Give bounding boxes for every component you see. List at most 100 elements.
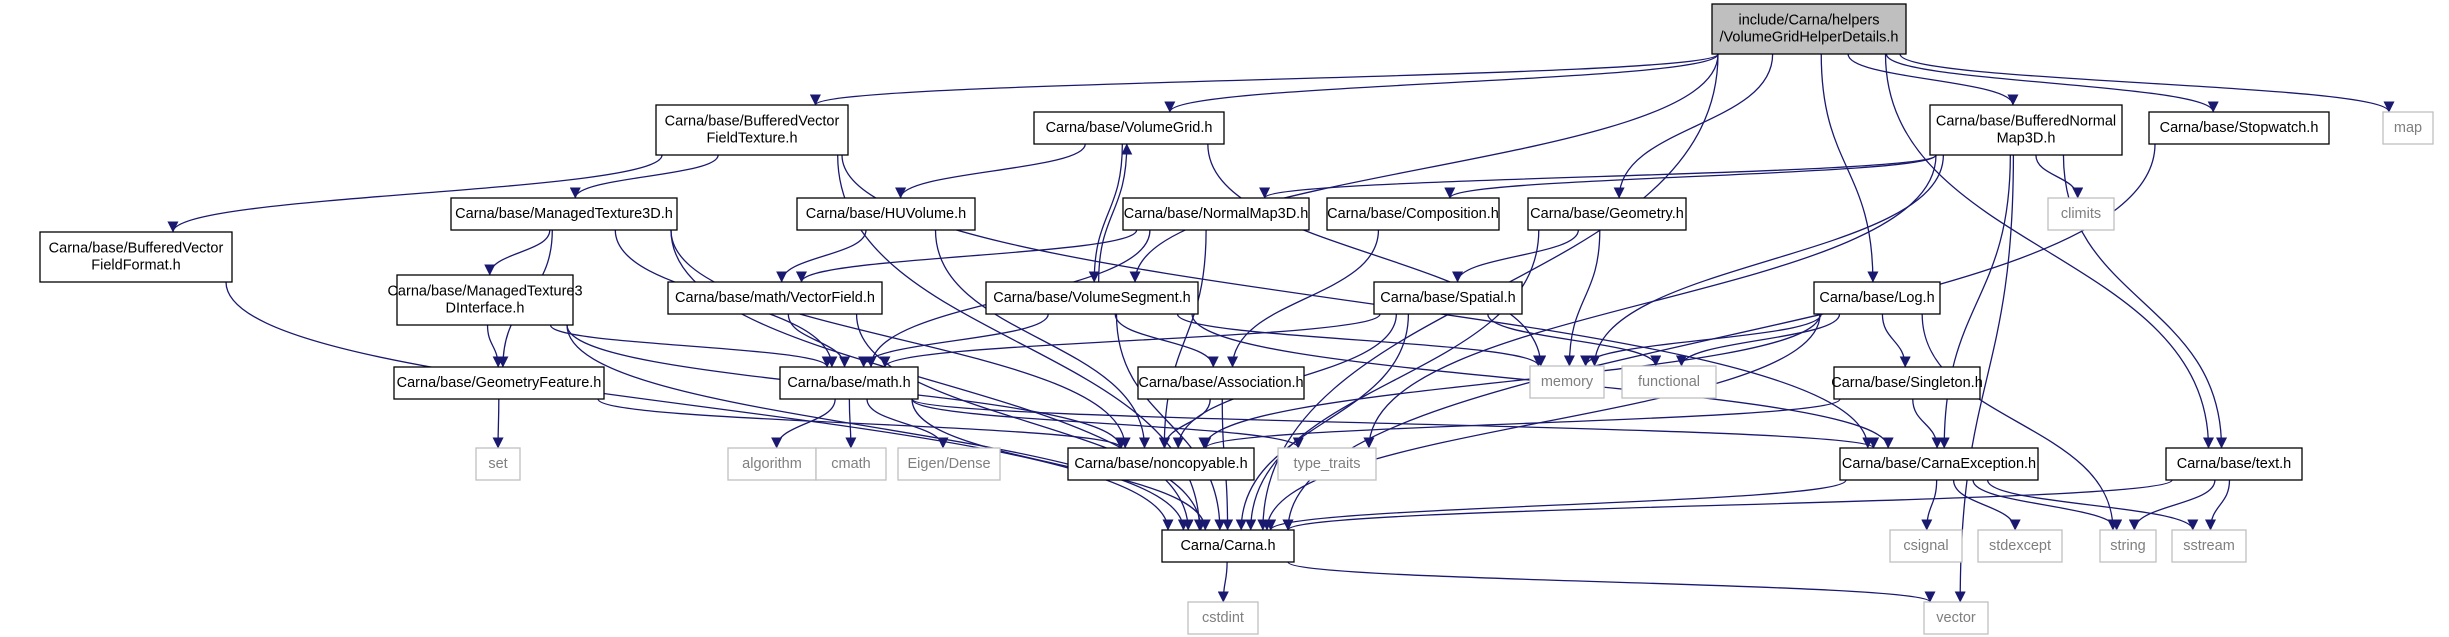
- edge-root-to-bnm: [1847, 53, 2019, 106]
- node-label: Eigen/Dense: [907, 456, 990, 472]
- node-geofeat[interactable]: Carna/base/GeometryFeature.h: [393, 366, 605, 400]
- node-box: [1923, 601, 1989, 635]
- node-vfield[interactable]: Carna/base/math/VectorField.h: [667, 281, 883, 315]
- node-geometry[interactable]: Carna/base/Geometry.h: [1527, 197, 1687, 231]
- node-functional: functional: [1621, 365, 1717, 399]
- node-label: Carna/base/noncopyable.h: [1074, 456, 1247, 472]
- edge-composition-to-assoc: [1227, 229, 1380, 368]
- edge-math-to-carnaexc: [911, 398, 1879, 449]
- edge-carnaexc-to-sstream: [1986, 479, 2199, 531]
- edge-math-to-cmath: [845, 398, 857, 449]
- node-box: [1527, 197, 1687, 231]
- node-label: include/Carna/helpers: [1738, 13, 1879, 29]
- node-carna[interactable]: Carna/Carna.h: [1161, 529, 1295, 563]
- node-vector: vector: [1923, 601, 1989, 635]
- node-label: map: [2394, 120, 2422, 136]
- edge-bnm-to-composition: [1444, 154, 1937, 199]
- node-label: DInterface.h: [446, 301, 525, 317]
- node-label: Carna/base/Association.h: [1138, 375, 1303, 391]
- node-box: [779, 366, 919, 400]
- node-box: [2047, 197, 2115, 231]
- node-mt3d[interactable]: Carna/base/ManagedTexture3D.h: [450, 197, 678, 231]
- node-eigen: Eigen/Dense: [897, 447, 1001, 481]
- edge-log-to-singleton: [1881, 313, 1911, 368]
- edge-root-to-map: [1899, 53, 2395, 113]
- edge-mt3di-to-geofeat: [486, 324, 504, 368]
- node-label: /VolumeGridHelperDetails.h: [1720, 30, 1899, 46]
- node-label: Carna/base/ManagedTexture3: [387, 284, 582, 300]
- edge-volseg-to-carna: [1115, 313, 1226, 531]
- node-label: Carna/base/BufferedVector: [49, 241, 224, 257]
- node-label: Carna/base/HUVolume.h: [806, 206, 966, 222]
- node-composition[interactable]: Carna/base/Composition.h: [1326, 197, 1500, 231]
- node-label: algorithm: [742, 456, 802, 472]
- node-assoc[interactable]: Carna/base/Association.h: [1137, 366, 1305, 400]
- node-stdexcept: stdexcept: [1977, 529, 2063, 563]
- node-box: [1326, 197, 1500, 231]
- edge-volseg-to-math: [858, 313, 1049, 368]
- node-carnaexc[interactable]: Carna/base/CarnaException.h: [1839, 447, 2039, 481]
- edge-assoc-to-noncopy: [1159, 398, 1211, 449]
- edge-geometry-to-carna: [1245, 229, 1540, 531]
- node-math[interactable]: Carna/base/math.h: [779, 366, 919, 400]
- node-volseg[interactable]: Carna/base/VolumeSegment.h: [985, 281, 1199, 315]
- node-singleton[interactable]: Carna/base/Singleton.h: [1831, 366, 1983, 400]
- node-box: [396, 274, 574, 326]
- node-box: [39, 231, 233, 283]
- edge-text-to-sstream: [2205, 479, 2231, 531]
- node-climits: climits: [2047, 197, 2115, 231]
- edge-nm3d-to-vfield: [796, 229, 1138, 283]
- edge-bnm-to-vector: [1954, 154, 2015, 603]
- node-box: [1889, 529, 1963, 563]
- node-label: Carna/base/Log.h: [1819, 290, 1934, 306]
- edge-log-to-memory: [1580, 313, 1822, 367]
- node-label: Carna/base/GeometryFeature.h: [397, 375, 602, 391]
- node-log[interactable]: Carna/base/Log.h: [1813, 281, 1941, 315]
- node-box: [1277, 447, 1377, 481]
- node-sstream: sstream: [2171, 529, 2247, 563]
- node-box: [2165, 447, 2303, 481]
- node-nm3d[interactable]: Carna/base/NormalMap3D.h: [1122, 197, 1310, 231]
- node-memory: memory: [1529, 365, 1605, 399]
- edge-mt3d-to-carna: [670, 229, 1194, 531]
- edge-bnm-to-climits: [2035, 154, 2084, 199]
- node-label: Carna/Carna.h: [1180, 538, 1275, 554]
- node-label: climits: [2061, 206, 2101, 222]
- node-text[interactable]: Carna/base/text.h: [2165, 447, 2303, 481]
- node-box: [1977, 529, 2063, 563]
- node-label: csignal: [1903, 538, 1948, 554]
- edge-nm3d-to-noncopy: [1158, 229, 1207, 449]
- node-root[interactable]: include/Carna/helpers/VolumeGridHelperDe…: [1711, 3, 1907, 55]
- node-volgrid[interactable]: Carna/base/VolumeGrid.h: [1033, 111, 1225, 145]
- node-label: Carna/base/NormalMap3D.h: [1124, 206, 1309, 222]
- edge-bvff-to-carna: [225, 281, 1174, 531]
- node-box: [667, 281, 883, 315]
- node-label: Carna/base/text.h: [2177, 456, 2291, 472]
- edge-carnaexc-to-carna: [1265, 479, 1847, 531]
- node-label: functional: [1638, 374, 1700, 390]
- edge-math-to-typetraits: [911, 398, 1304, 449]
- edge-log-to-functional: [1676, 313, 1841, 367]
- node-stopwatch[interactable]: Carna/base/Stopwatch.h: [2148, 111, 2330, 145]
- node-noncopy[interactable]: Carna/base/noncopyable.h: [1067, 447, 1255, 481]
- node-cstdint: cstdint: [1187, 601, 1259, 635]
- node-box: [985, 281, 1199, 315]
- edge-math-to-carna: [911, 398, 1211, 531]
- edge-log-to-string: [1921, 313, 2119, 531]
- edge-root-to-log: [1820, 53, 1879, 283]
- node-spatial[interactable]: Carna/base/Spatial.h: [1373, 281, 1523, 315]
- edge-bnm-to-nm3d: [1259, 154, 1937, 199]
- node-box: [1839, 447, 2039, 481]
- edge-bvft-to-bvff: [167, 154, 663, 233]
- node-box: [1187, 601, 1259, 635]
- node-label: vector: [1936, 610, 1976, 626]
- edge-huvol-to-vfield: [776, 229, 867, 283]
- edge-carnaexc-to-stdexcept: [1952, 479, 2021, 531]
- node-huvol[interactable]: Carna/base/HUVolume.h: [796, 197, 976, 231]
- node-box: [475, 447, 521, 481]
